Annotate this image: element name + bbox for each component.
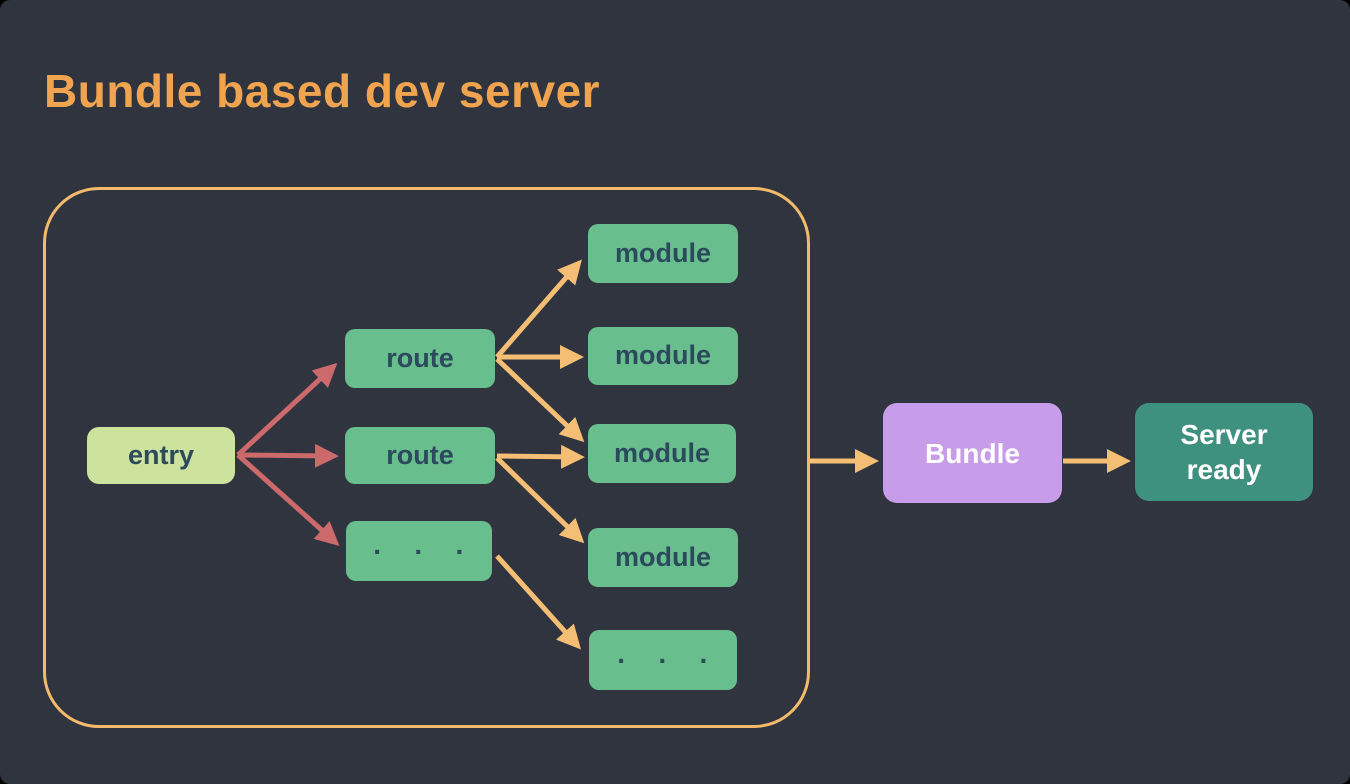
module-node-1: module (588, 224, 738, 283)
route-more-label: · · · (373, 535, 477, 567)
module-3-label: module (613, 437, 710, 468)
module-node-more: · · · (589, 630, 737, 690)
route-2-label: route (386, 439, 454, 470)
entry-label: entry (127, 439, 195, 470)
module-more-label: · · · (617, 644, 721, 676)
page-title: Bundle based dev server (44, 65, 601, 117)
module-1-label: module (614, 237, 711, 268)
module-node-2: module (588, 327, 738, 385)
route-node-1: route (345, 329, 495, 388)
module-4-label: module (614, 541, 711, 572)
module-2-label: module (614, 340, 711, 371)
bundle-label: Bundle (925, 437, 1020, 469)
server-ready-node: Server ready (1135, 403, 1313, 501)
module-node-4: module (588, 528, 738, 587)
dev-server-container-outline (43, 187, 810, 728)
route-node-2: route (345, 427, 495, 484)
entry-node: entry (87, 427, 235, 484)
server-ready-line-2: ready (1186, 454, 1262, 485)
server-ready-line-1: Server (1180, 419, 1268, 450)
server-ready-label: Server ready (1180, 417, 1267, 487)
bundle-node: Bundle (883, 403, 1062, 503)
module-node-3: module (588, 424, 736, 483)
route-1-label: route (386, 342, 454, 373)
route-node-more: · · · (346, 521, 492, 581)
